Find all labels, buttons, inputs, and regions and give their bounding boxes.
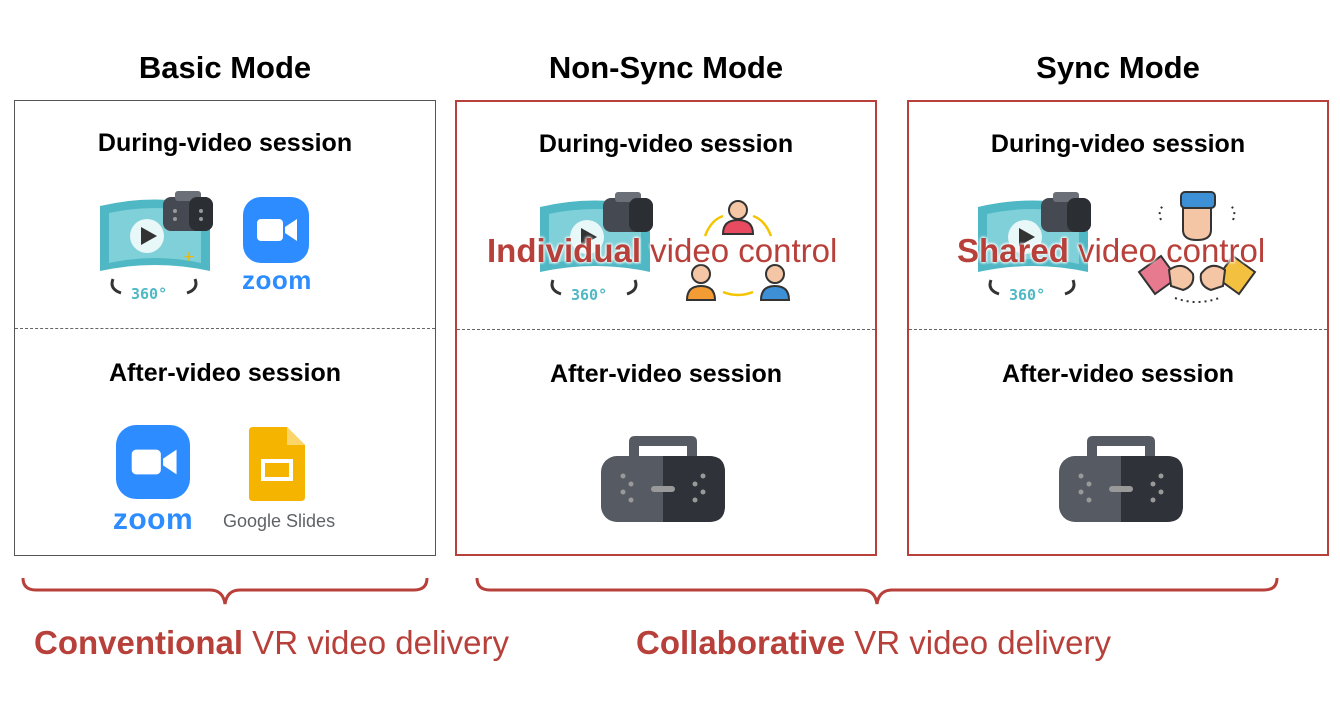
during-video-session-label: During-video session <box>97 129 353 157</box>
vr-360-video-icon: + 360° <box>100 191 213 301</box>
session-divider <box>457 329 875 330</box>
shared-video-control-label: Shared video control <box>957 232 1266 269</box>
session-divider <box>909 329 1327 330</box>
basic-mode-panel: During-video session + 360° zoom After-v… <box>14 100 436 556</box>
google-slides-label: Google Slides <box>223 511 336 531</box>
badge-360: 360° <box>571 286 607 302</box>
zoom-icon <box>243 197 309 263</box>
badge-360: 360° <box>1009 286 1045 302</box>
basic-mode-title: Basic Mode <box>138 50 312 85</box>
after-video-session-label: After-video session <box>549 360 782 388</box>
individual-video-control-label: Individual video control <box>487 232 838 269</box>
vr-headset-icon <box>601 436 725 522</box>
session-divider <box>15 328 435 329</box>
during-video-session-label: During-video session <box>990 130 1246 158</box>
after-video-session-label: After-video session <box>1001 360 1234 388</box>
zoom-wordmark: zoom <box>242 265 312 295</box>
vr-360-video-icon: 360° <box>978 192 1091 302</box>
conventional-caption: Conventional VR video delivery <box>34 624 509 661</box>
vr-headset-icon <box>1059 436 1183 522</box>
sync-mode-panel: During-video session 360° Shared video c… <box>907 100 1329 556</box>
collaborative-brace <box>475 577 1279 605</box>
zoom-wordmark: zoom <box>112 503 194 536</box>
sync-mode-title: Sync Mode <box>1036 50 1200 85</box>
zoom-icon <box>116 425 190 499</box>
after-video-session-label: After-video session <box>108 359 341 387</box>
during-video-session-label: During-video session <box>538 130 794 158</box>
fist-bump-icon <box>1137 191 1257 303</box>
svg-text:+: + <box>183 249 195 265</box>
google-slides-icon <box>249 427 305 501</box>
vr-360-video-icon: 360° <box>540 192 653 302</box>
collaborative-caption: Collaborative VR video delivery <box>636 624 1112 661</box>
users-cycle-icon <box>685 200 791 301</box>
conventional-brace <box>21 577 429 605</box>
badge-360: 360° <box>131 285 167 301</box>
nonsync-mode-title: Non-Sync Mode <box>548 50 784 85</box>
nonsync-mode-panel: During-video session 360° Individual vid… <box>455 100 877 556</box>
